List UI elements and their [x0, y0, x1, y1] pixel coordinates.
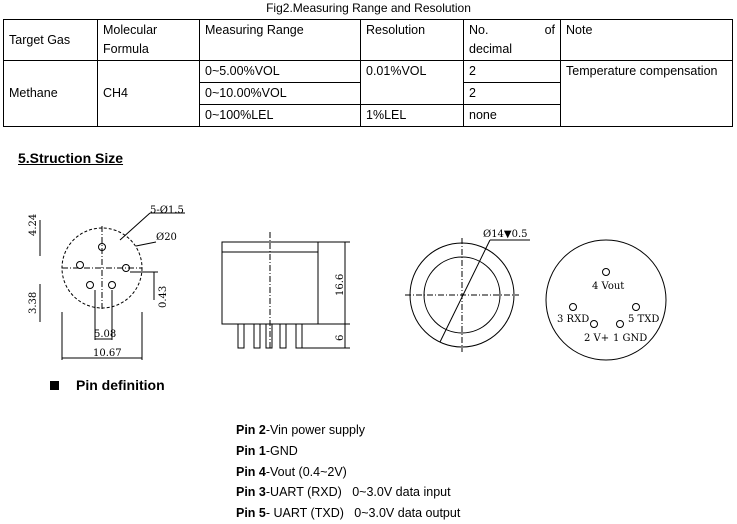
- gas-cell: Methane: [3, 60, 98, 127]
- pin-label-4: 4 Vout: [592, 281, 624, 292]
- dim-bottom-offset: 3.38: [28, 292, 39, 314]
- list-item: Pin 5- UART (TXD) 0~3.0V data output: [236, 506, 461, 521]
- dim-holes: 5-Ø1.5: [150, 205, 184, 216]
- dim-inner-diameter: Ø14▼0.5: [483, 229, 528, 240]
- pin-label-2: 2 V+: [584, 333, 609, 344]
- note-cell: Temperature compensation: [560, 60, 733, 127]
- pin-view-drawing: [545, 239, 667, 361]
- resolution-cell: 0.01%VOL: [360, 60, 464, 83]
- list-item: Pin 1-GND: [236, 443, 298, 458]
- side-view-drawing: [221, 232, 350, 350]
- resolution-cell: 1%LEL: [360, 104, 464, 127]
- list-item: Pin 4-Vout (0.4~2V): [236, 464, 347, 479]
- top-view-drawing: [39, 212, 185, 360]
- dim-body-height: 16.6: [335, 274, 346, 296]
- table-row: 0~100%LEL 1%LEL none: [4, 104, 733, 127]
- dim-pitch-diameter: 10.67: [93, 348, 122, 359]
- dim-top-offset: 4.24: [28, 214, 39, 236]
- list-item: Pin 3-UART (RXD) 0~3.0V data input: [236, 485, 451, 500]
- pin-list: Pin 2-Vin power supply Pin 1-GND Pin 4-V…: [236, 420, 460, 524]
- header-range: Measuring Range: [199, 19, 361, 61]
- list-item: Pin 2-Vin power supply: [236, 423, 366, 437]
- header-note: Note: [560, 19, 733, 61]
- bullet-icon: [50, 381, 59, 390]
- dim-pin-spacing: 5.08: [94, 329, 116, 340]
- resolution-cell: [360, 82, 464, 105]
- dim-pin-offset: 0.43: [158, 286, 169, 308]
- bottom-view-drawing: [405, 238, 530, 352]
- decimal-cell: 2: [463, 82, 561, 105]
- pin-definition-heading: Pin definition: [76, 377, 165, 393]
- dim-pin-length: 6: [335, 335, 346, 341]
- range-cell: 0~100%LEL: [199, 104, 361, 127]
- range-cell: 0~10.00%VOL: [199, 82, 361, 105]
- header-resolution: Resolution: [360, 19, 464, 61]
- pin-label-1: 1 GND: [613, 333, 647, 344]
- range-cell: 0~5.00%VOL: [199, 60, 361, 83]
- structure-drawings: 5-Ø1.5 Ø20 4.24 3.38 0.43 5.08 10.67 16.…: [28, 205, 667, 361]
- decimal-cell: 2: [463, 60, 561, 83]
- section-title: 5.Struction Size: [18, 150, 124, 166]
- formula-cell: CH4: [97, 60, 200, 127]
- pin-label-5: 5 TXD: [628, 314, 659, 325]
- pin-label-3: 3 RXD: [557, 314, 589, 325]
- dim-outer-diameter: Ø20: [156, 232, 177, 243]
- header-target-gas: Target Gas: [3, 19, 98, 61]
- decimal-cell: none: [463, 104, 561, 127]
- table-row: Methane CH4 0~5.00%VOL 0.01%VOL 2 Temper…: [3, 60, 733, 127]
- figure-caption: Fig2.Measuring Range and Resolution: [266, 1, 471, 15]
